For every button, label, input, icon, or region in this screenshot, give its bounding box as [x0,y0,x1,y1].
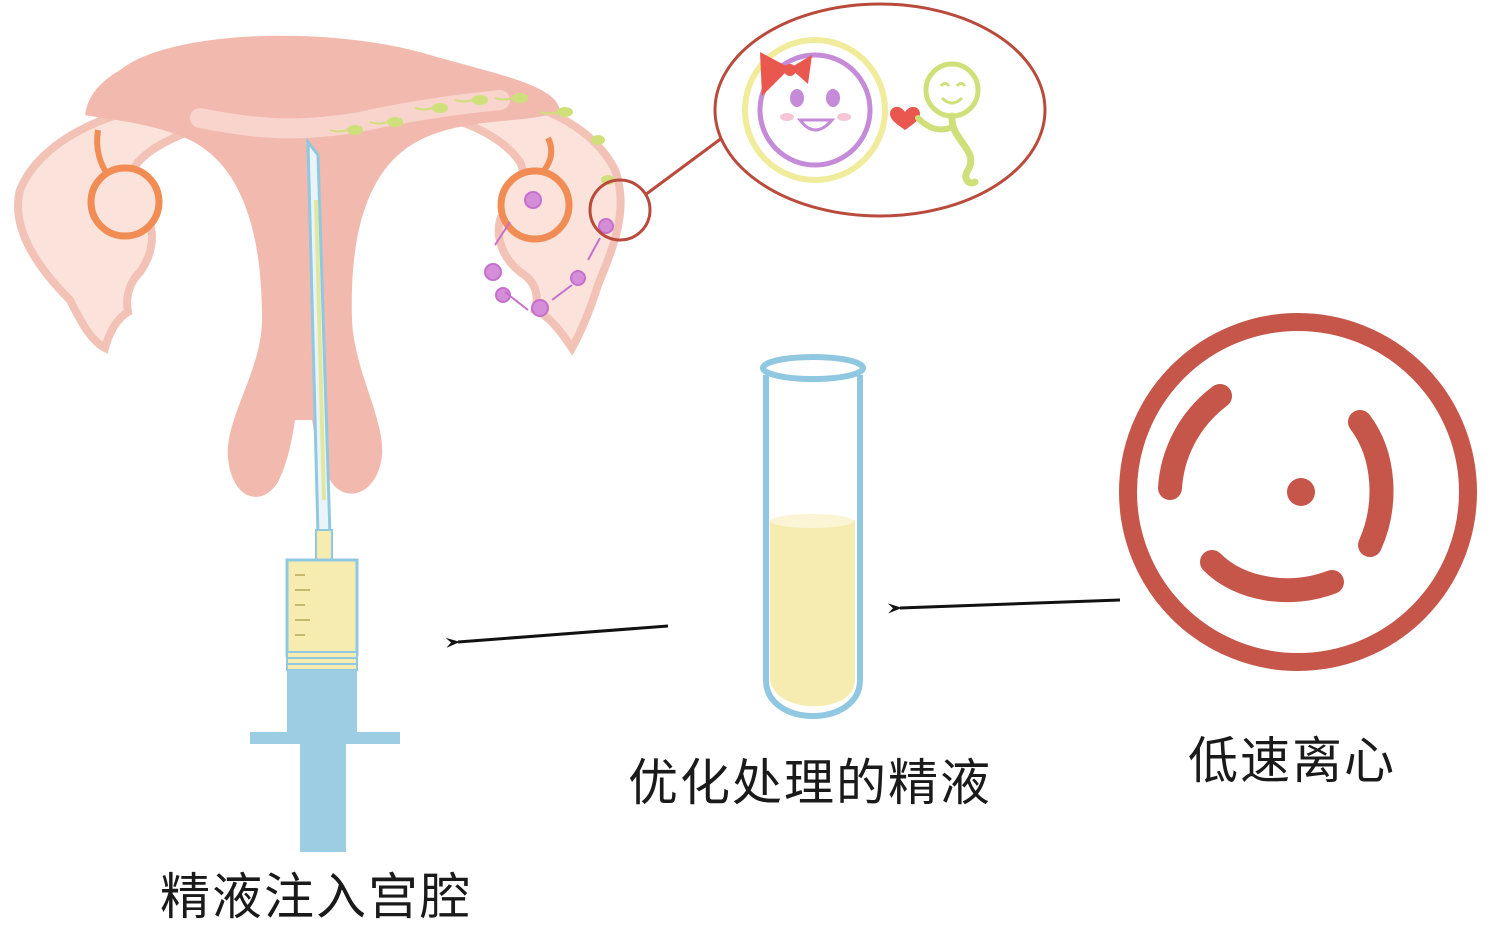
arrow-centrifuge-to-tube [887,598,1121,614]
syringe-flange [250,732,400,744]
syringe-barrel [287,670,357,732]
sperm-character [915,61,981,187]
heart-icon [890,106,920,130]
syringe-stopper [286,651,358,671]
egg-cells [484,191,614,317]
left-ovary [87,164,163,240]
tube-liquid [770,520,855,707]
step-label-tube: 优化处理的精液 [628,754,992,812]
syringe-hub [315,529,333,561]
egg-face [757,52,873,168]
egg-arrows [494,221,601,311]
tube-glass [763,375,863,719]
test-tube [760,354,866,719]
step-label-centrifuge: 低速离心 [1188,732,1396,790]
centrifuge-icon [1119,313,1477,671]
magnifier [588,2,1047,242]
magnifier-focus-ring [588,178,652,242]
tube-rim [760,354,866,382]
bow-icon [760,52,812,96]
sperm-trail [329,93,615,185]
magnifier-connector [644,130,731,197]
arrow-tube-to-syringe [445,624,669,648]
uterine-cavity [190,90,510,139]
syringe [250,137,400,852]
syringe-graduations [295,574,310,636]
step-label-injection: 精液注入宫腔 [160,868,472,926]
syringe-plunger [300,744,346,852]
egg-face-features [780,89,851,132]
egg-zona [742,37,888,183]
